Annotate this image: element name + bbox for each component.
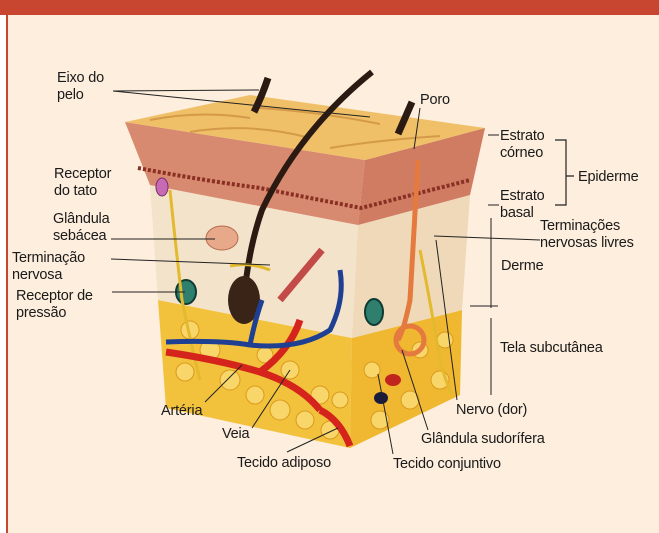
pressure-receptor-side xyxy=(365,299,383,325)
label-glandula-sudorifera: Glândula sudorífera xyxy=(421,431,545,448)
sebaceous-gland xyxy=(206,226,238,250)
label-arteria: Artéria xyxy=(161,403,202,420)
label-tecido-conjuntivo: Tecido conjuntivo xyxy=(393,456,501,473)
label-derme: Derme xyxy=(501,258,544,275)
label-tecido-adiposo: Tecido adiposo xyxy=(237,455,331,472)
epidermis-bracket xyxy=(555,140,574,205)
side-artery-nodule xyxy=(385,374,401,386)
label-tela-subcutanea: Tela subcutânea xyxy=(500,340,603,357)
label-nervo-dor: Nervo (dor) xyxy=(456,402,527,419)
label-veia: Veia xyxy=(222,426,249,443)
touch-receptor xyxy=(156,178,168,196)
label-poro: Poro xyxy=(420,92,450,109)
connective-tissue-nodule xyxy=(374,392,388,404)
label-epiderme: Epiderme xyxy=(578,169,638,186)
